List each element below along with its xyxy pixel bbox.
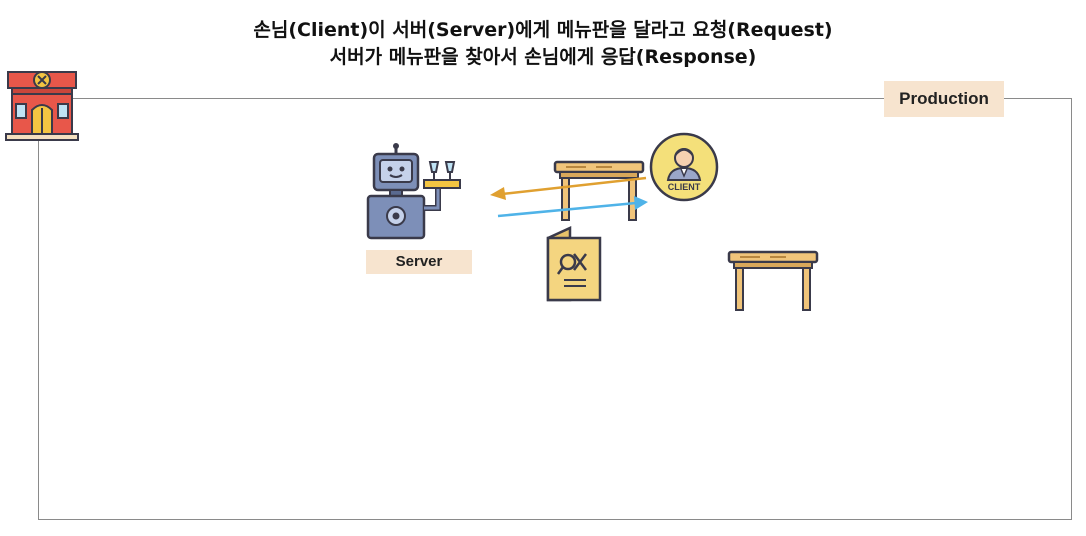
production-frame xyxy=(38,98,1072,520)
table-icon xyxy=(553,160,645,221)
robot-server-icon xyxy=(366,143,461,240)
server-label: Server xyxy=(366,250,472,274)
table-icon xyxy=(727,250,819,311)
client-badge-text: CLIENT xyxy=(668,182,701,192)
menu-book-icon xyxy=(546,226,602,302)
restaurant-icon xyxy=(5,71,79,141)
production-label: Production xyxy=(884,81,1004,117)
client-avatar-icon: CLIENT xyxy=(649,132,719,202)
diagram-title-line-2: 서버가 메뉴판을 찾아서 손님에게 응답(Response) xyxy=(329,46,757,68)
request-arrow xyxy=(497,196,648,218)
response-arrow xyxy=(490,176,647,200)
diagram-title-line-1: 손님(Client)이 서버(Server)에게 메뉴판을 달라고 요청(Req… xyxy=(253,19,833,41)
